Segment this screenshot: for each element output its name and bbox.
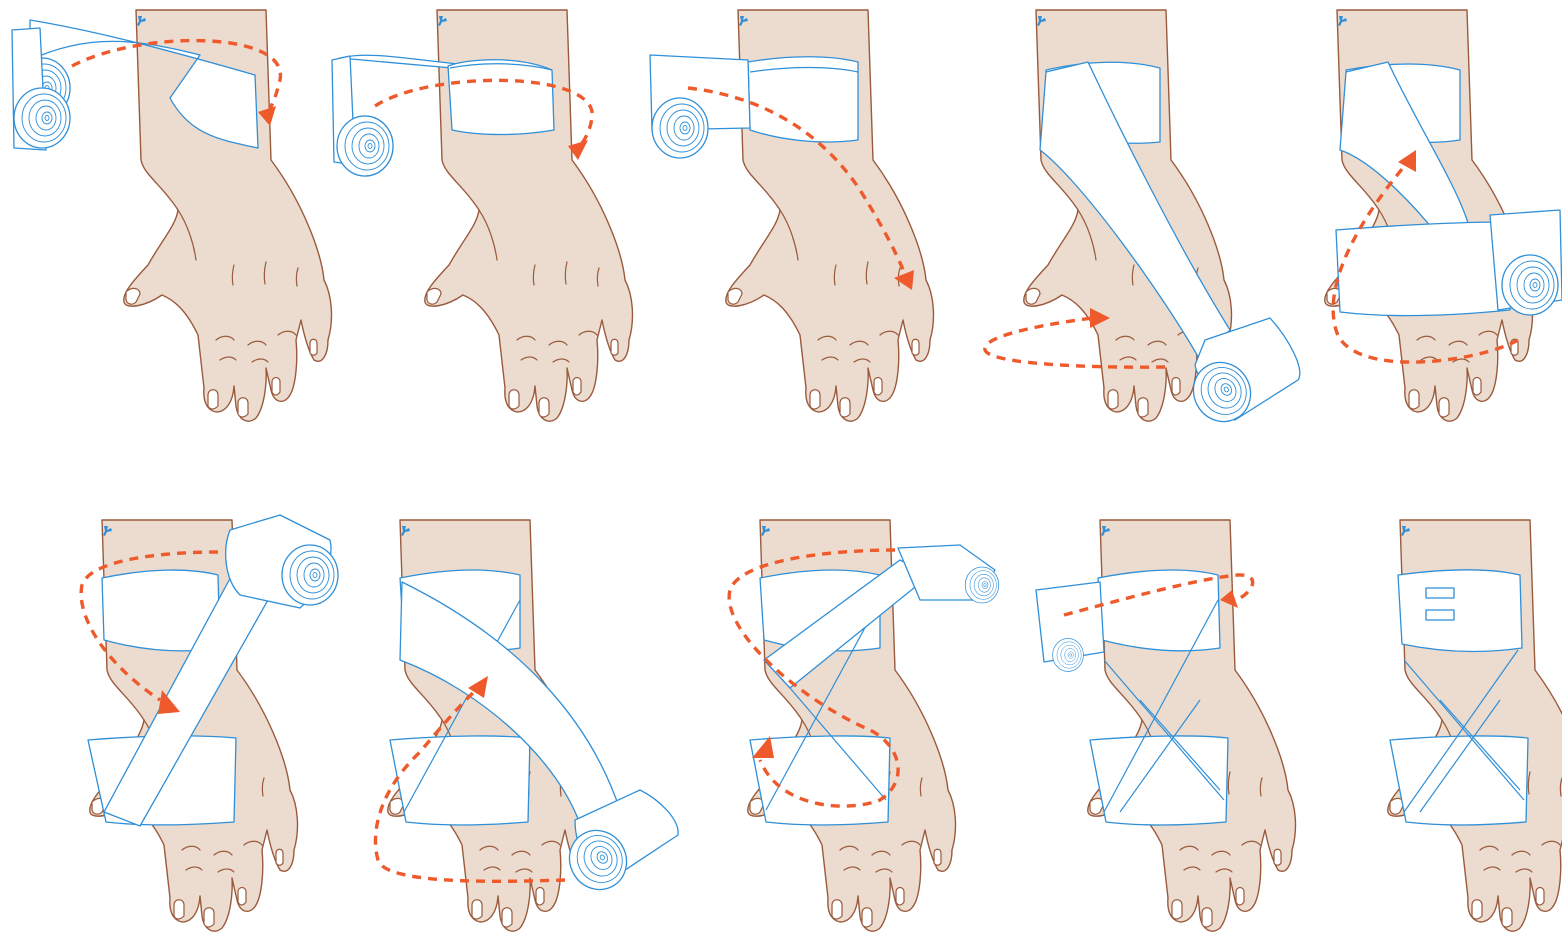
arrowhead bbox=[568, 140, 588, 160]
bandage-strip bbox=[1039, 61, 1231, 361]
knuckle-wrap bbox=[1335, 221, 1511, 317]
arrowhead bbox=[1220, 590, 1238, 608]
hand-wrap bbox=[389, 735, 531, 826]
bandage-strip bbox=[1035, 581, 1105, 663]
wrist-wrap bbox=[747, 56, 859, 143]
direction-arrow bbox=[727, 548, 900, 808]
hand-wrap bbox=[1389, 735, 1529, 826]
direction-arrow bbox=[79, 550, 219, 702]
step-4-panel bbox=[983, 9, 1301, 433]
step-1-panel bbox=[11, 9, 333, 422]
arrowhead bbox=[752, 736, 774, 758]
direction-arrow bbox=[374, 78, 594, 148]
arrowhead bbox=[258, 106, 276, 126]
arrowhead bbox=[1398, 150, 1416, 172]
wrist-wrap bbox=[447, 59, 555, 136]
direction-arrow bbox=[1331, 160, 1519, 364]
arrowhead bbox=[894, 270, 914, 290]
direction-arrow bbox=[983, 316, 1166, 369]
arrowhead bbox=[158, 690, 180, 714]
step-2-panel bbox=[331, 9, 634, 422]
step-8-panel bbox=[727, 519, 1000, 932]
arrowhead bbox=[1090, 308, 1110, 328]
step-7-panel bbox=[373, 519, 679, 932]
bandage-strip bbox=[29, 19, 259, 149]
step-5-panel bbox=[1324, 9, 1562, 422]
step-9-panel bbox=[1035, 519, 1297, 932]
wrist-wrap bbox=[1397, 569, 1523, 653]
direction-arrow bbox=[687, 86, 906, 273]
step-6-panel bbox=[79, 514, 339, 932]
wrist-wrap bbox=[1097, 569, 1221, 652]
step-10-panel bbox=[1387, 519, 1562, 932]
arrowhead bbox=[468, 676, 488, 698]
step-3-panel bbox=[649, 9, 935, 422]
